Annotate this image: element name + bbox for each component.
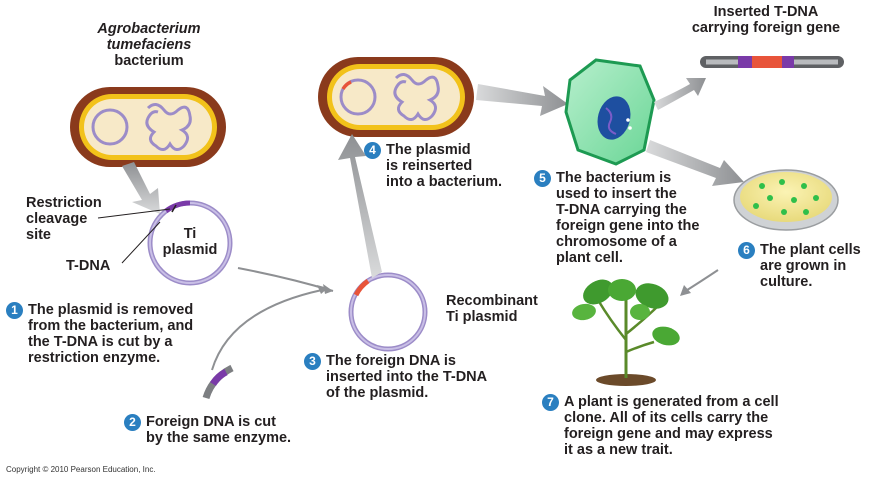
step-4: 4 The plasmid is reinserted into a bacte… <box>364 142 502 190</box>
recombinant-plasmid <box>348 272 428 352</box>
species-name: Agrobacterium tumefaciens <box>97 21 201 53</box>
ti-plasmid <box>147 200 233 286</box>
foreign-dna-fragment <box>202 364 234 400</box>
step-badge: 1 <box>6 302 23 319</box>
regenerated-plant <box>572 279 680 386</box>
arrow-to-plant-cell <box>476 84 568 116</box>
inserted-foreign-dna <box>353 278 370 297</box>
step-badge: 2 <box>124 414 141 431</box>
restriction-site-label: Restriction cleavage site <box>26 195 102 243</box>
arrow-to-plant <box>683 269 719 293</box>
step-badge: 6 <box>738 242 755 259</box>
tdna-segment <box>164 200 191 214</box>
inserted-tdna-chromosome <box>700 56 844 68</box>
arrow-to-inserted-tdna <box>654 78 706 110</box>
step-5: 5 The bacterium is used to insert the T-… <box>534 170 699 266</box>
step-text: The plasmid is reinserted into a bacteri… <box>386 142 503 190</box>
restriction-pointer <box>97 208 171 219</box>
step-text: The plasmid is removed from the bacteriu… <box>28 302 194 366</box>
tdna-label: T-DNA <box>66 258 111 274</box>
agrobacterium-cell <box>70 87 226 167</box>
plant-cell <box>564 58 656 166</box>
agrobacterium-label: Agrobacterium tumefaciens bacterium <box>74 21 224 69</box>
step-text: The plant cells are grown in culture. <box>760 242 861 290</box>
step-text: The bacterium is used to insert the T-DN… <box>556 170 700 266</box>
copyright-notice: Copyright © 2010 Pearson Education, Inc. <box>6 465 156 474</box>
step-6: 6 The plant cells are grown in culture. <box>738 242 861 290</box>
tdna-pointer <box>121 221 161 264</box>
step-badge: 3 <box>304 353 321 370</box>
petri-dish <box>733 169 839 231</box>
bacterial-chromosome <box>145 103 192 151</box>
ti-plasmid-label: Ti plasmid <box>162 226 218 258</box>
arrow-reinsert <box>338 134 382 278</box>
arrow-extract-plasmid <box>122 162 160 214</box>
recombinant-plasmid-label: Recombinant Ti plasmid <box>446 293 538 325</box>
step-text: Foreign DNA is cut by the same enzyme. <box>146 414 292 446</box>
step-7: 7 A plant is generated from a cell clone… <box>542 394 779 458</box>
recombinant-bacterium <box>318 57 474 137</box>
step-badge: 4 <box>364 142 381 159</box>
plant-cell-nucleus <box>597 96 631 140</box>
arrow-to-culture <box>646 140 744 186</box>
bacterium-word: bacterium <box>114 53 184 69</box>
step-badge: 5 <box>534 170 551 187</box>
step-text: A plant is generated from a cell clone. … <box>564 394 779 458</box>
step-3: 3 The foreign DNA is inserted into the T… <box>304 353 487 401</box>
step-text: The foreign DNA is inserted into the T-D… <box>326 353 488 401</box>
ti-plasmid-in-bacterium <box>91 108 129 146</box>
step-1: 1 The plasmid is removed from the bacter… <box>6 302 193 366</box>
arrow-foreign-to-recombinant <box>211 289 323 371</box>
step-2: 2 Foreign DNA is cut by the same enzyme. <box>124 414 291 446</box>
step-badge: 7 <box>542 394 559 411</box>
inserted-tdna-label: Inserted T-DNA carrying foreign gene <box>691 4 841 36</box>
